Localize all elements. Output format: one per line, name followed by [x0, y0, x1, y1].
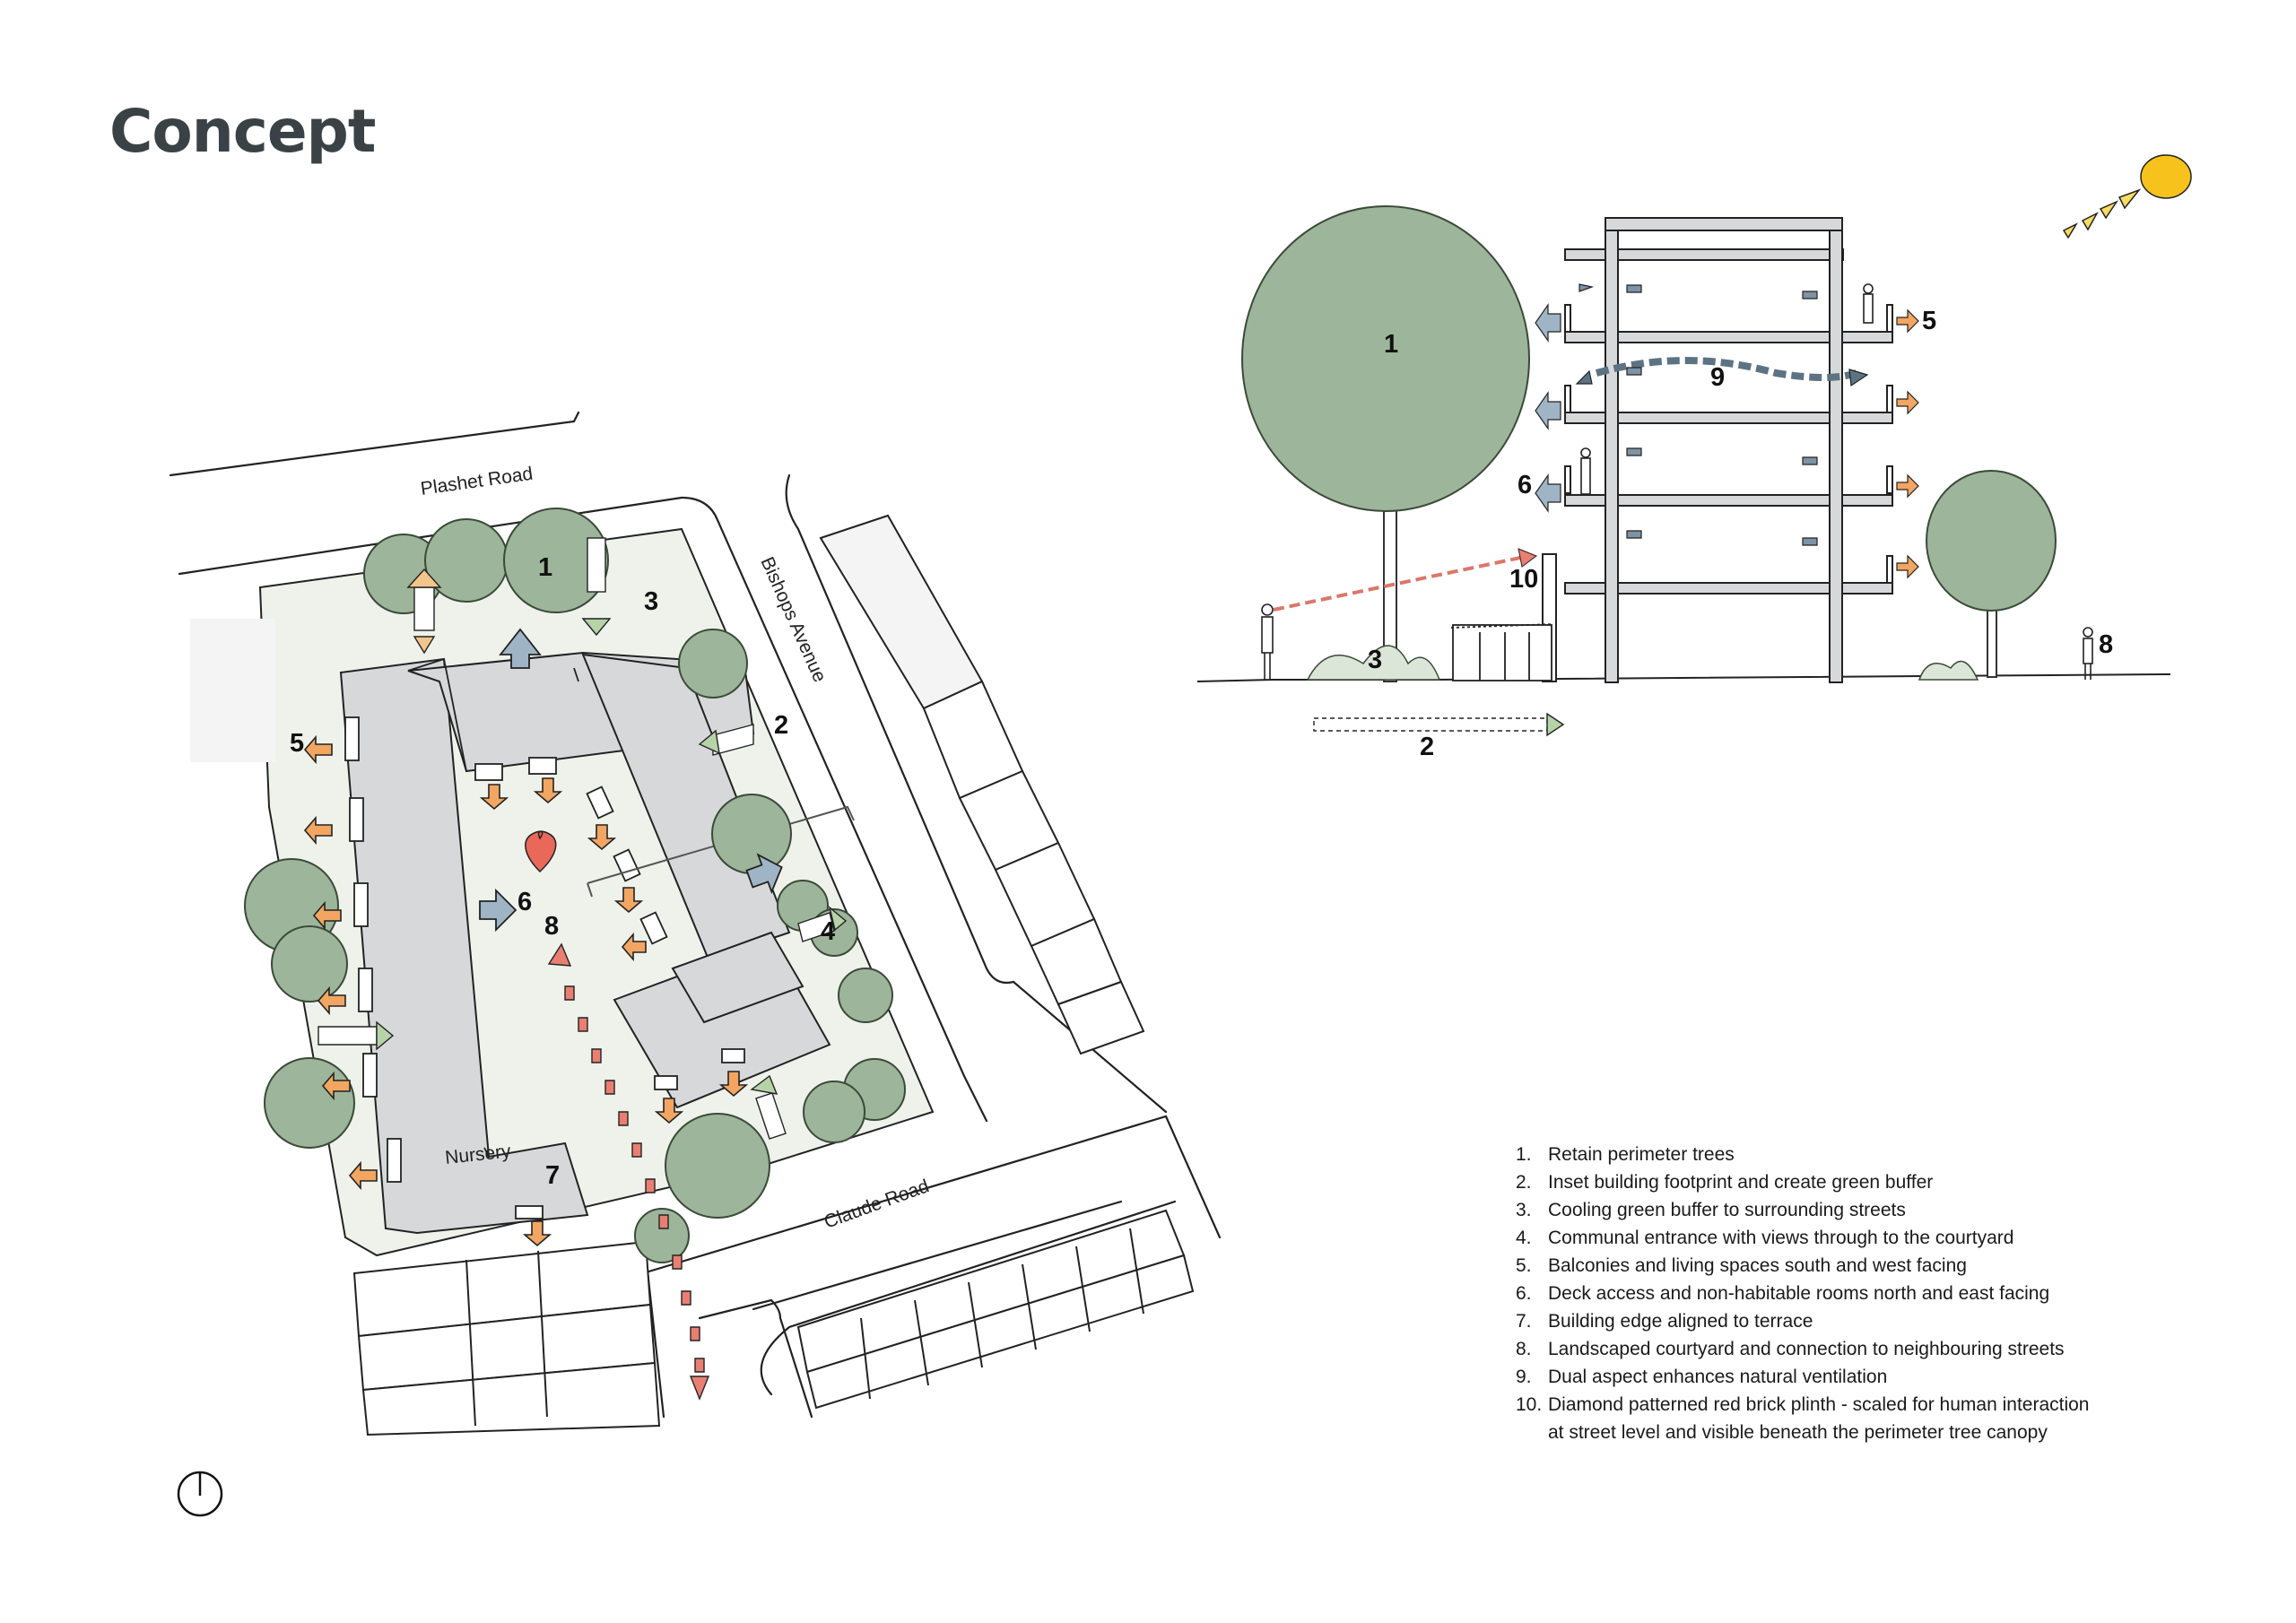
tree	[503, 508, 609, 613]
terrace-houses-southwest	[352, 1240, 661, 1436]
orange-arrows	[303, 734, 749, 1247]
plan-marker-3: 3	[644, 587, 658, 616]
legend-item: 4. Communal entrance with views through t…	[1516, 1224, 2197, 1252]
heart-icon	[525, 830, 557, 873]
legend-item: 1. Retain perimeter trees	[1516, 1141, 2197, 1168]
legend-item: at street level and visible beneath the …	[1516, 1419, 2197, 1446]
plan-marker-7: 7	[545, 1161, 560, 1190]
section-line	[587, 805, 855, 898]
plan-marker-2: 2	[774, 711, 788, 740]
legend-item: 9. Dual aspect enhances natural ventilati…	[1516, 1363, 2197, 1391]
neighbour-block-west	[190, 619, 275, 762]
legend-text: at street level and visible beneath the …	[1548, 1422, 2048, 1443]
legend-number: 4.	[1516, 1228, 1532, 1248]
legend-item: 6. Deck access and non-habitable rooms no…	[1516, 1280, 2197, 1307]
legend-item: 10.Diamond patterned red brick plinth - …	[1516, 1391, 2197, 1419]
tree	[665, 1113, 770, 1219]
plan-marker-8: 8	[544, 912, 559, 941]
road-lines	[169, 411, 1222, 1419]
perimeter-trees	[244, 508, 906, 1263]
legend-number: 7.	[1516, 1311, 1532, 1332]
hatched-arrow-south	[547, 942, 710, 1401]
legend-text: Building edge aligned to terrace	[1548, 1311, 1813, 1332]
tree	[678, 629, 748, 699]
legend-number: 1.	[1516, 1144, 1532, 1165]
legend-text: Inset building footprint and create gree…	[1548, 1172, 1934, 1193]
tree	[711, 794, 792, 874]
green-arrows	[317, 724, 848, 1140]
tree	[264, 1057, 355, 1149]
blue-arrows	[479, 628, 783, 933]
terrace-houses-south	[796, 1209, 1195, 1410]
legend: 1. Retain perimeter trees 2. Inset building…	[1516, 1141, 2197, 1446]
legend-text: Communal entrance with views through to …	[1548, 1228, 2014, 1248]
road-label-plashet: Plashet Road	[419, 464, 534, 499]
legend-number: 5.	[1516, 1255, 1532, 1276]
tree	[424, 518, 509, 603]
plan-marker-6: 6	[517, 888, 532, 916]
road-label-claude: Claude Road	[822, 1176, 932, 1233]
hatched-arrows-north	[406, 537, 612, 655]
terrace-houses-east	[819, 514, 1145, 1055]
tree	[271, 925, 348, 1002]
plan-marker-1: 1	[538, 553, 552, 582]
legend-number: 6.	[1516, 1283, 1532, 1304]
legend-item: 2. Inset building footprint and create gr…	[1516, 1168, 2197, 1196]
legend-number: 3.	[1516, 1200, 1532, 1220]
legend-number: 9.	[1516, 1367, 1532, 1387]
building-inner-lines	[407, 658, 579, 1158]
legend-text: Retain perimeter trees	[1548, 1144, 1735, 1165]
legend-text: Balconies and living spaces south and we…	[1548, 1255, 1967, 1276]
legend-text: Dual aspect enhances natural ventilation	[1548, 1367, 1888, 1387]
legend-text: Diamond patterned red brick plinth - sca…	[1548, 1394, 2090, 1415]
north-arrow-icon	[177, 1471, 223, 1517]
legend-number	[1516, 1419, 1548, 1446]
legend-item: 8. Landscaped courtyard and connection to…	[1516, 1335, 2197, 1363]
building-footprint	[339, 651, 831, 1235]
legend-item: 7. Building edge aligned to terrace	[1516, 1307, 2197, 1335]
plan-marker-5: 5	[290, 729, 304, 758]
legend-text: Landscaped courtyard and connection to n…	[1548, 1339, 2065, 1359]
page-title: Concept	[109, 97, 376, 166]
legend-text: Deck access and non-habitable rooms nort…	[1548, 1283, 2050, 1304]
tree	[803, 1081, 865, 1143]
road-label-bishops: Bishops Avenue	[756, 554, 830, 686]
tree	[634, 1208, 690, 1263]
legend-text: Cooling green buffer to surrounding stre…	[1548, 1200, 1906, 1220]
legend-number: 2.	[1516, 1172, 1532, 1193]
tree	[838, 968, 893, 1023]
balconies	[344, 716, 745, 1219]
legend-item: 3. Cooling green buffer to surrounding st…	[1516, 1196, 2197, 1224]
legend-number: 8.	[1516, 1339, 1532, 1359]
plan-marker-4: 4	[821, 917, 835, 946]
legend-number: 10.	[1516, 1394, 1543, 1415]
legend-item: 5. Balconies and living spaces south and …	[1516, 1252, 2197, 1280]
